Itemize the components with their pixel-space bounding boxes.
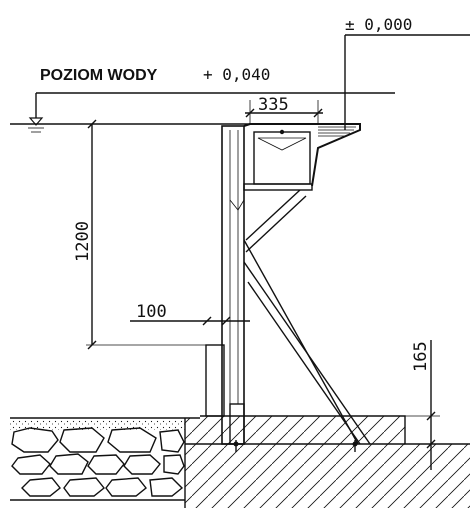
datum-label: ± 0,000 — [345, 15, 412, 34]
dimension-depth: 1200 — [73, 119, 210, 350]
wall-body — [221, 125, 245, 445]
dimension-top-width: 335 — [245, 95, 323, 125]
dim-335-tick-left — [245, 108, 255, 118]
diagonal-leg-1 — [243, 239, 359, 445]
stone-layer — [11, 427, 185, 497]
diagonal-leg-2 — [243, 261, 371, 445]
dim-335-tick-right — [313, 108, 323, 118]
soil-top-edge — [200, 415, 470, 445]
water-surface-symbol — [10, 117, 250, 133]
diagonal-leg-3 — [247, 281, 361, 445]
water-level-label-group: POZIOM WODY + 0,040 — [35, 65, 395, 118]
dim-1200-tick-top — [87, 119, 97, 129]
upper-strut-2 — [245, 195, 307, 253]
deck-planks — [318, 126, 356, 137]
ground-section — [10, 415, 470, 508]
datum-label-group: ± 0,000 — [344, 15, 470, 130]
dimension-wall-thickness: 100 — [130, 302, 250, 326]
water-level-marker-icon — [28, 117, 44, 126]
horizontal-brace — [243, 183, 313, 191]
wall-chevron — [229, 199, 245, 211]
lower-post — [205, 344, 225, 417]
soil-hatch — [185, 416, 470, 508]
bolt-icon — [279, 129, 285, 135]
wall-structure — [205, 123, 371, 452]
water-level-value: + 0,040 — [203, 65, 270, 84]
dim-165-text: 165 — [411, 341, 431, 372]
dim-100-text: 100 — [136, 302, 167, 322]
upper-strut-1 — [245, 189, 301, 241]
water-level-title: POZIOM WODY — [40, 67, 158, 84]
dim-335-text: 335 — [258, 95, 289, 115]
dim-100-tick-right — [221, 316, 231, 326]
deck-triangle — [257, 137, 307, 151]
sand-layer — [10, 418, 185, 430]
deck-cap — [243, 123, 361, 187]
dim-1200-text: 1200 — [73, 221, 93, 262]
dim-100-tick-left — [202, 316, 212, 326]
